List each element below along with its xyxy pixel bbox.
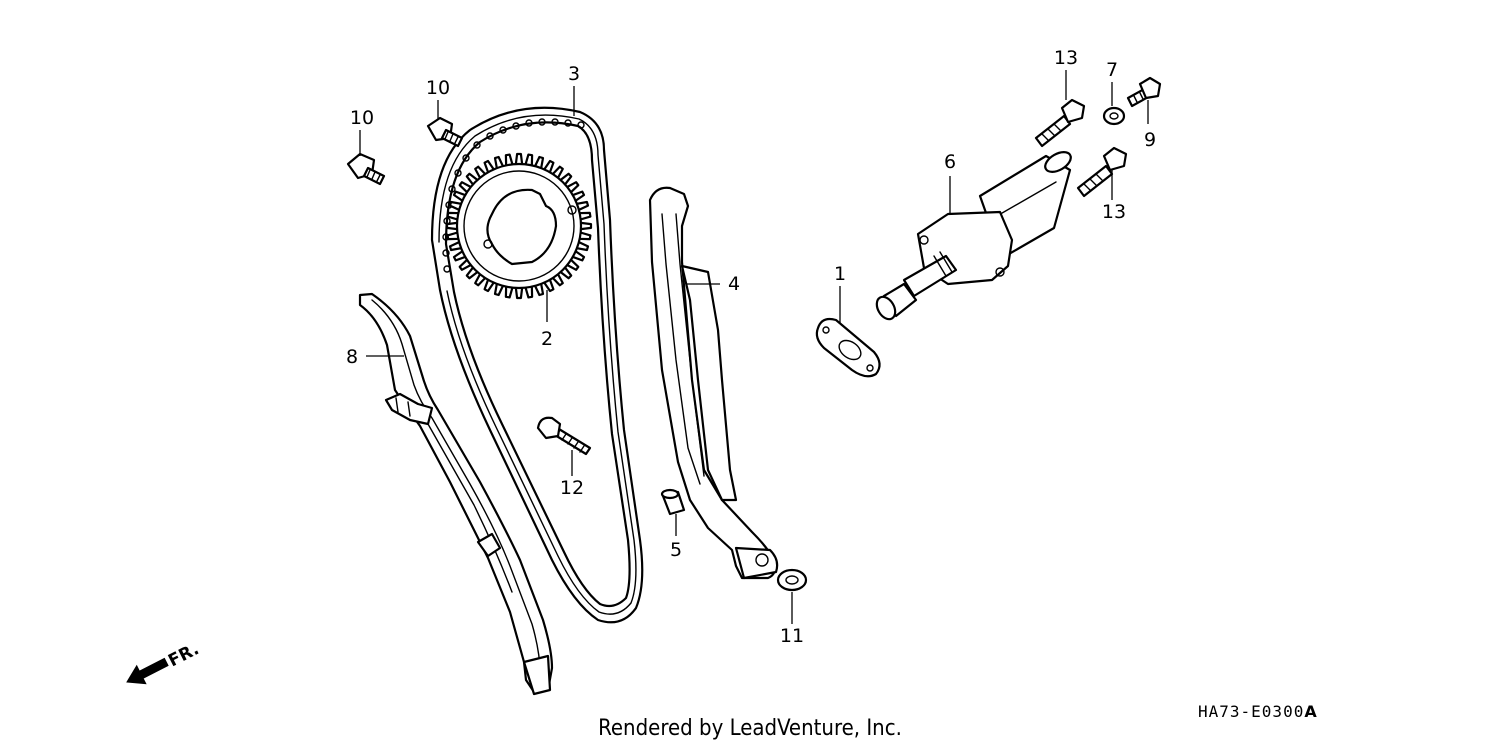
collar-part xyxy=(660,488,686,516)
gasket-part xyxy=(815,317,881,378)
chain-link-dots xyxy=(442,118,585,273)
bolt-13b-part xyxy=(1076,146,1128,198)
callout-12: 12 xyxy=(560,477,584,499)
bolt-12-part xyxy=(536,416,592,456)
footer-credit: Rendered by LeadVenture, Inc. xyxy=(598,716,902,741)
callout-11: 11 xyxy=(780,625,804,647)
bolt-10a-part xyxy=(346,152,386,186)
diagram-code: HA73-E0300A xyxy=(1198,702,1318,721)
cam-sprocket-part xyxy=(445,152,593,300)
callout-3: 3 xyxy=(568,63,580,85)
washer-7-part xyxy=(1102,106,1126,126)
callout-1: 1 xyxy=(834,263,846,285)
tensioner-lifter-part xyxy=(875,151,1072,321)
callout-2: 2 xyxy=(541,328,553,350)
tensioner-slider-part xyxy=(648,186,779,580)
callout-8: 8 xyxy=(346,346,358,368)
callout-5: 5 xyxy=(670,539,682,561)
bolt-10b-part xyxy=(426,116,464,148)
front-direction-arrow-icon: FR. xyxy=(126,639,202,685)
front-direction-label: FR. xyxy=(165,639,202,671)
bolt-9-part xyxy=(1126,76,1162,108)
callout-9: 9 xyxy=(1144,129,1156,151)
washer-part xyxy=(776,568,808,592)
bolt-13a-part xyxy=(1034,98,1086,148)
callout-labels: 1 2 3 4 5 6 7 8 9 10 10 11 12 13 13 xyxy=(346,47,1156,647)
callout-7: 7 xyxy=(1106,59,1118,81)
callout-6: 6 xyxy=(944,151,956,173)
callout-10b: 10 xyxy=(426,77,450,99)
cam-chain-guide-part xyxy=(358,292,554,696)
callout-13b: 13 xyxy=(1102,201,1126,223)
leader-lines xyxy=(359,70,1149,624)
callout-4: 4 xyxy=(728,273,740,295)
callout-13a: 13 xyxy=(1054,47,1078,69)
callout-10a: 10 xyxy=(350,107,374,129)
